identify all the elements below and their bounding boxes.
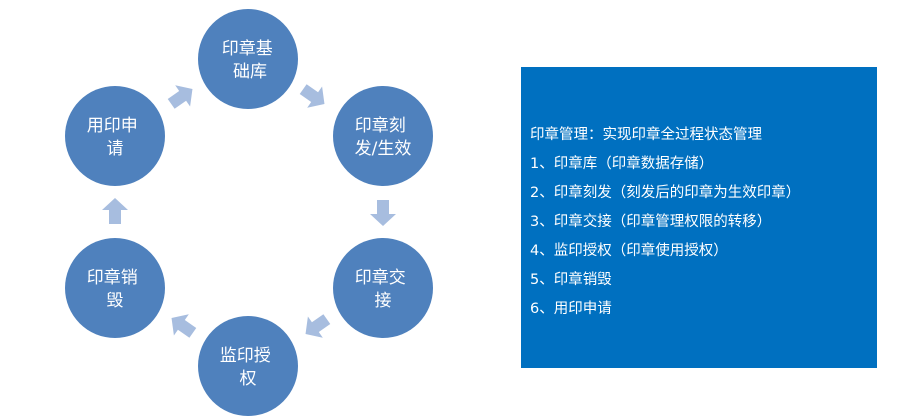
node-circle — [333, 238, 433, 338]
svg-text:印章刻 发/生效: 印章刻 发/生效 — [355, 116, 412, 159]
node-circle — [198, 9, 298, 109]
node-label-line: 印章交 — [355, 268, 406, 288]
info-item: 2、印章刻发（刻发后的印章为生效印章） — [530, 185, 801, 201]
arrow-library-to-issue — [299, 84, 325, 108]
node-label-line: 监印授 — [220, 346, 271, 366]
svg-text:印章交 接: 印章交 接 — [355, 268, 411, 311]
node-seal-handover[interactable]: 印章交 接 — [333, 238, 433, 338]
node-label-line: 础库 — [233, 62, 267, 82]
node-circle — [333, 86, 433, 186]
node-seal-apply[interactable]: 用印申 请 — [65, 86, 165, 186]
arrow-issue-to-handover — [370, 200, 396, 226]
node-seal-authorize[interactable]: 监印授 权 — [198, 316, 298, 416]
info-item: 3、印章交接（印章管理权限的转移） — [530, 214, 772, 230]
svg-text:印章基 础库: 印章基 础库 — [222, 39, 278, 82]
info-item: 5、印章销毁 — [530, 272, 612, 288]
info-item: 6、用印申请 — [530, 301, 612, 317]
node-circle — [65, 238, 165, 338]
arrow-up-left-icon — [171, 314, 197, 338]
info-title: 印章管理：实现印章全过程状态管理 — [530, 127, 762, 143]
arrow-up-icon — [102, 198, 128, 224]
node-label-line: 用印申 — [87, 116, 138, 136]
node-label-line: 印章刻 — [355, 116, 406, 136]
seal-lifecycle-diagram: 印章基 础库 印章刻 发/生效 印章交 接 监印授 权 印章销 毁 — [65, 9, 433, 416]
svg-text:用印申 请: 用印申 请 — [87, 116, 143, 159]
arrow-apply-to-library — [167, 85, 193, 109]
node-circle — [65, 86, 165, 186]
node-circle — [198, 316, 298, 416]
arrow-authorize-to-destroy — [171, 314, 197, 338]
node-label-line: 发/生效 — [355, 139, 412, 159]
svg-text:监印授 权: 监印授 权 — [220, 346, 276, 389]
node-seal-issue[interactable]: 印章刻 发/生效 — [333, 86, 433, 186]
node-seal-destroy[interactable]: 印章销 毁 — [65, 238, 165, 338]
info-item: 1、印章库（印章数据存储） — [530, 156, 714, 172]
arrow-down-left-icon — [305, 314, 331, 338]
arrow-handover-to-authorize — [305, 314, 331, 338]
node-seal-library[interactable]: 印章基 础库 — [198, 9, 298, 109]
arrow-right-icon — [299, 84, 325, 108]
arrow-destroy-to-apply — [102, 198, 128, 224]
node-label-line: 印章基 — [222, 39, 273, 59]
node-label-line: 请 — [107, 139, 124, 159]
info-panel: 印章管理：实现印章全过程状态管理 1、印章库（印章数据存储） 2、印章刻发（刻发… — [521, 67, 877, 368]
svg-text:印章销 毁: 印章销 毁 — [87, 268, 143, 311]
node-label-line: 接 — [375, 291, 392, 311]
node-label-line: 权 — [240, 369, 257, 389]
node-label-line: 印章销 — [87, 268, 138, 288]
node-label-line: 毁 — [107, 291, 124, 311]
info-item: 4、监印授权（印章使用授权） — [530, 243, 728, 259]
arrow-up-right-icon — [167, 85, 193, 109]
arrow-down-icon — [370, 200, 396, 226]
